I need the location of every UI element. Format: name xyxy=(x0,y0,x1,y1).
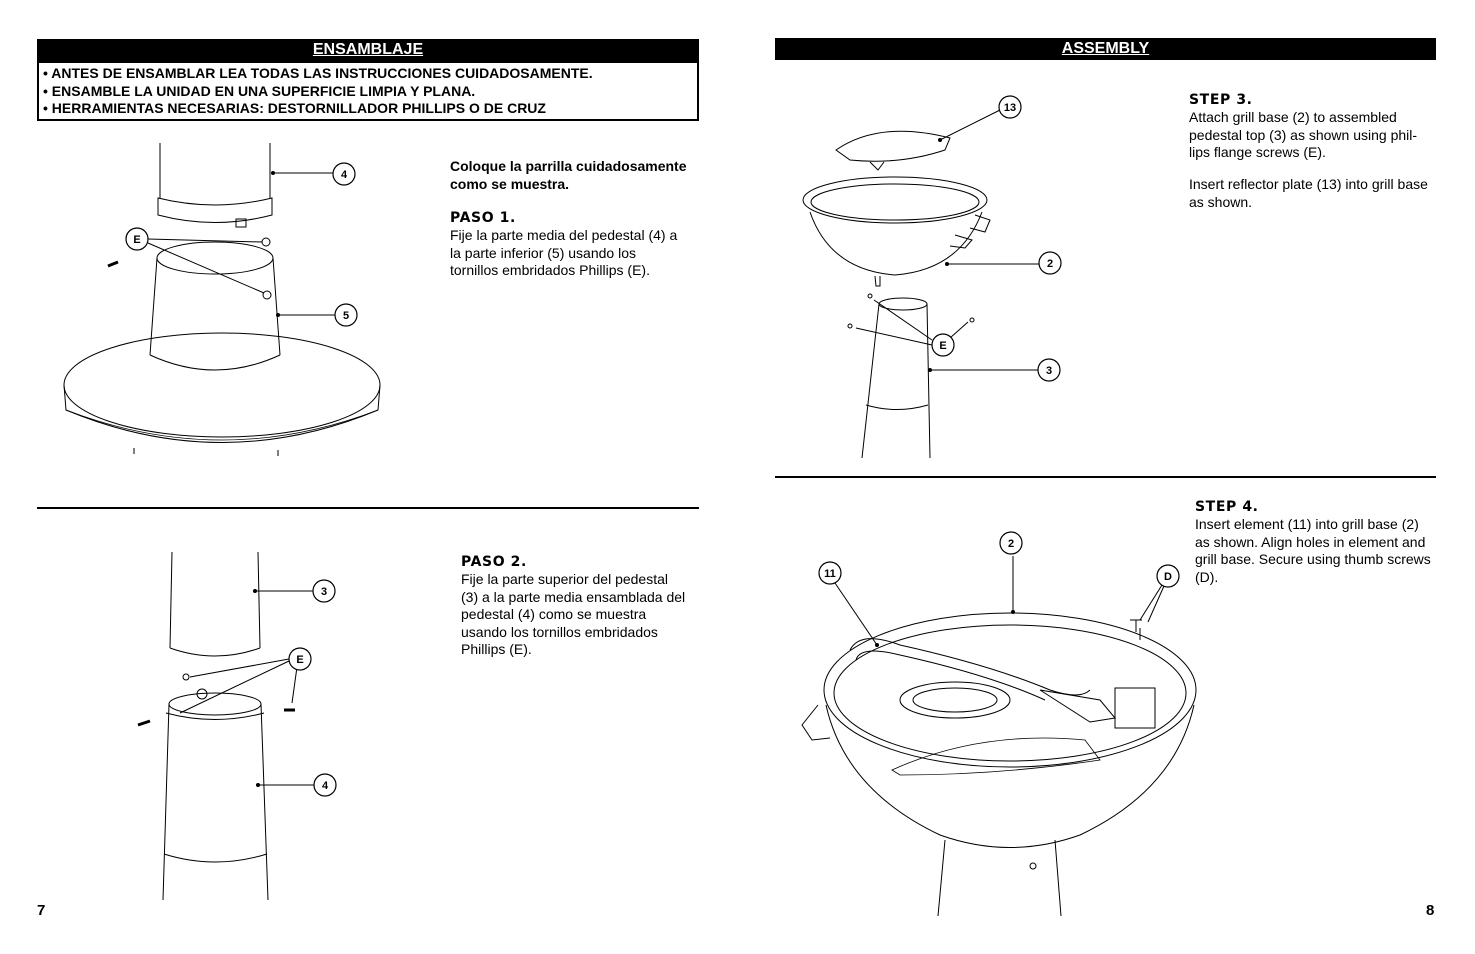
left-page-header: ENSAMBLAJE xyxy=(37,39,699,61)
bullet-2: • ENSAMBLE LA UNIDAD EN UNA SUPERFICIE L… xyxy=(43,82,476,99)
callout-fig1-E: E xyxy=(133,234,140,246)
right-header-text: ASSEMBLY xyxy=(1061,40,1150,57)
callout-fig3-3: 3 xyxy=(1046,365,1052,377)
callout-fig4-2: 2 xyxy=(1008,538,1014,550)
callout-fig4-11: 11 xyxy=(824,568,836,580)
callout-fig1-5: 5 xyxy=(343,310,349,322)
bullet-3: • HERRAMIENTAS NECESARIAS: DESTORNILLADO… xyxy=(43,100,546,116)
right-divider xyxy=(775,476,1436,478)
callout-fig3-E: E xyxy=(939,340,946,352)
callout-fig2-4: 4 xyxy=(322,780,329,792)
step2-text: Fije la parte superior del pedestal (3) … xyxy=(461,571,686,657)
step1-title: PASO 1. xyxy=(450,210,516,226)
figure-step1: 4 E 5 xyxy=(63,143,381,456)
step3-text: Attach grill base (2) to assembled pedes… xyxy=(1189,109,1418,160)
left-divider xyxy=(37,507,699,509)
figure-step2: 3 E 4 xyxy=(137,551,337,901)
figure-step3: 13 2 E 3 xyxy=(802,95,1062,459)
callout-fig2-E: E xyxy=(296,654,303,666)
step2-title: PASO 2. xyxy=(461,554,527,570)
callout-fig1-4: 4 xyxy=(341,169,348,181)
step3-text2: Insert reflector plate (13) into grill b… xyxy=(1189,176,1428,210)
instructions-box: • ANTES DE ENSAMBLAR LEA TODAS LAS INSTR… xyxy=(37,61,699,121)
callout-fig3-2: 2 xyxy=(1047,258,1053,270)
right-page-header: ASSEMBLY xyxy=(775,38,1436,60)
step1-text: Fije la parte media del pedestal (4) a l… xyxy=(450,227,678,278)
callout-fig3-13: 13 xyxy=(1004,102,1016,114)
page-number-left: 7 xyxy=(37,902,46,919)
left-header-text: ENSAMBLAJE xyxy=(312,41,424,58)
bullet-1: • ANTES DE ENSAMBLAR LEA TODAS LAS INSTR… xyxy=(43,65,593,81)
step4-text: Insert element (11) into grill base (2) … xyxy=(1195,516,1431,585)
step3-title: STEP 3. xyxy=(1189,92,1253,108)
step4-title: STEP 4. xyxy=(1195,499,1259,515)
page-number-right: 8 xyxy=(1426,902,1435,919)
callout-fig2-3: 3 xyxy=(321,586,327,598)
callout-fig4-D: D xyxy=(1164,571,1172,583)
intro-text: Coloque la parrilla cuidadosamente como … xyxy=(450,158,687,192)
